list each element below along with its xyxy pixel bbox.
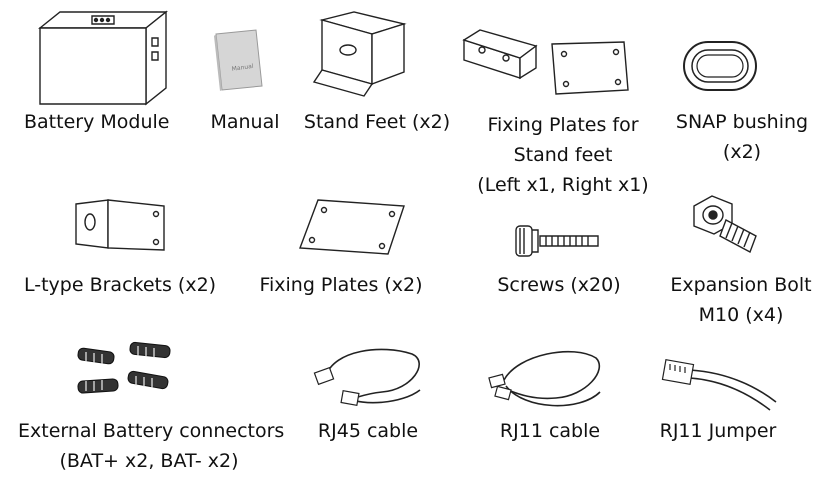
screw-icon <box>510 222 606 262</box>
manual-booklet-icon: Manual <box>214 30 268 91</box>
rj11-cable-label: RJ11 cable <box>499 420 601 442</box>
rj11-jumper-label: RJ11 Jumper <box>659 420 777 442</box>
fixing-plate-icon <box>296 196 408 258</box>
stand-foot-icon <box>314 10 410 100</box>
fixing-plates-stand-feet-label-line1: Fixing Plates for <box>487 114 639 136</box>
rj11-cable-icon <box>484 340 604 414</box>
fixing-plates-stand-feet-label-line2: Stand feet <box>513 144 613 166</box>
rj45-cable-icon <box>312 340 428 410</box>
battery-module-label: Battery Module <box>24 111 170 133</box>
fixing-plates-label: Fixing Plates (x2) <box>259 274 423 296</box>
external-battery-connectors-label-line2: (BAT+ x2, BAT- x2) <box>59 450 239 472</box>
screws-label: Screws (x20) <box>497 274 621 296</box>
manual-label: Manual <box>210 111 280 133</box>
expansion-bolt-label-line1: Expansion Bolt <box>670 274 812 296</box>
l-bracket-icon <box>72 194 168 254</box>
l-type-brackets-label: L-type Brackets (x2) <box>24 274 217 296</box>
expansion-bolt-label-line2: M10 (x4) <box>698 304 784 326</box>
battery-connectors-icon <box>74 340 176 402</box>
snap-bushing-icon <box>680 36 760 96</box>
rj45-cable-label: RJ45 cable <box>317 420 419 442</box>
snap-bushing-label-line1: SNAP bushing <box>675 111 809 133</box>
svg-text:Manual: Manual <box>231 63 254 73</box>
stand-feet-fixing-plates-icon <box>460 24 636 104</box>
expansion-bolt-icon <box>680 190 770 260</box>
stand-feet-label: Stand Feet (x2) <box>303 111 451 133</box>
external-battery-connectors-label-line1: External Battery connectors <box>18 420 285 442</box>
snap-bushing-label-line2: (x2) <box>722 141 762 163</box>
rj11-jumper-icon <box>660 354 780 414</box>
battery-module-icon <box>30 8 170 108</box>
fixing-plates-stand-feet-label-line3: (Left x1, Right x1) <box>477 174 649 196</box>
